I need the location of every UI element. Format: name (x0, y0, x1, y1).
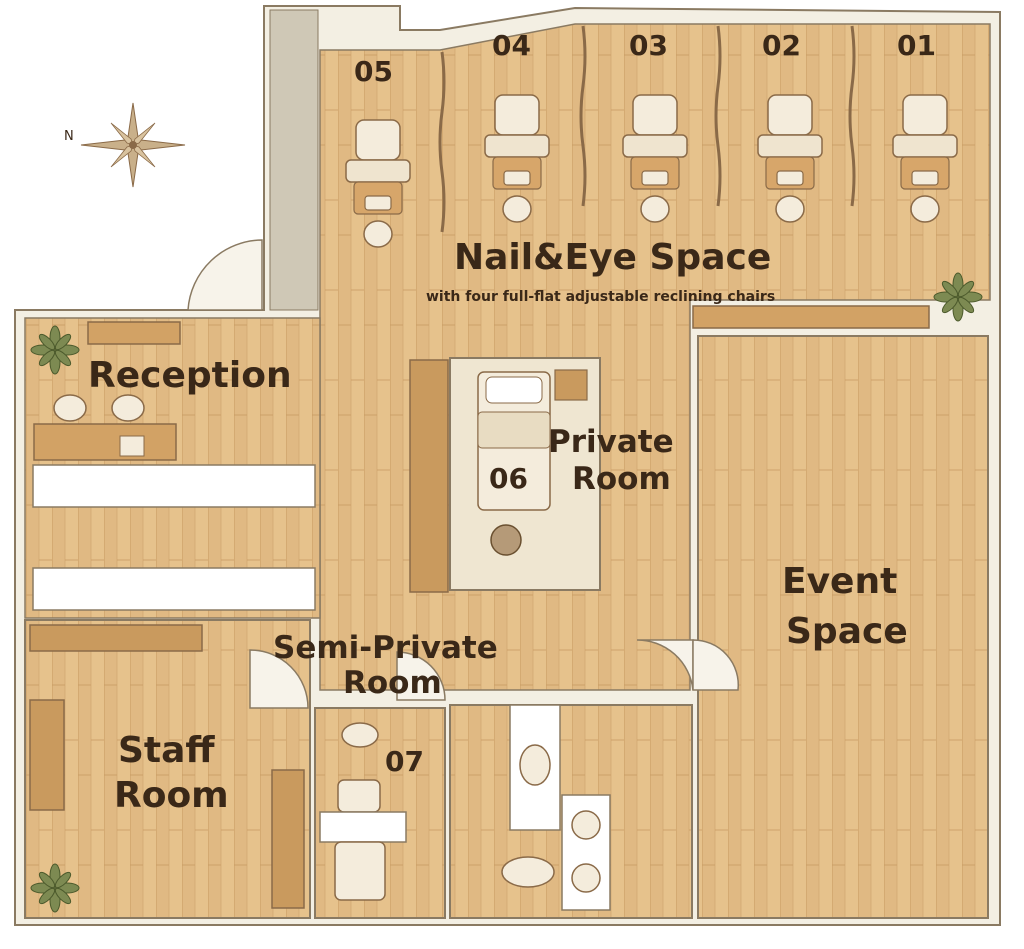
staff-room-label-2: Room (114, 775, 229, 816)
event-space-label-2: Space (786, 611, 908, 652)
semi-private-room-label-1: Semi-Private (273, 630, 498, 666)
compass-letter: N (64, 129, 74, 144)
station-label-05: 05 (354, 55, 393, 88)
station-label-02: 02 (762, 29, 801, 62)
reception-label: Reception (88, 355, 292, 396)
station-label-03: 03 (629, 29, 668, 62)
staff-room-label-1: Staff (118, 730, 215, 771)
compass-icon (80, 102, 186, 188)
private-room-number: 06 (489, 462, 528, 495)
station-label-04: 04 (492, 29, 531, 62)
semi-private-room-label-2: Room (343, 665, 442, 701)
event-space-label-1: Event (782, 561, 898, 602)
private-room-label-1: Private (548, 424, 674, 460)
nail-eye-space-subtitle: with four full-flat adjustable reclining… (426, 289, 776, 305)
station-label-01: 01 (897, 29, 936, 62)
nail-eye-space-title: Nail&Eye Space (454, 237, 772, 278)
private-room-label-2: Room (572, 461, 671, 497)
semi-private-room-number: 07 (385, 745, 424, 778)
